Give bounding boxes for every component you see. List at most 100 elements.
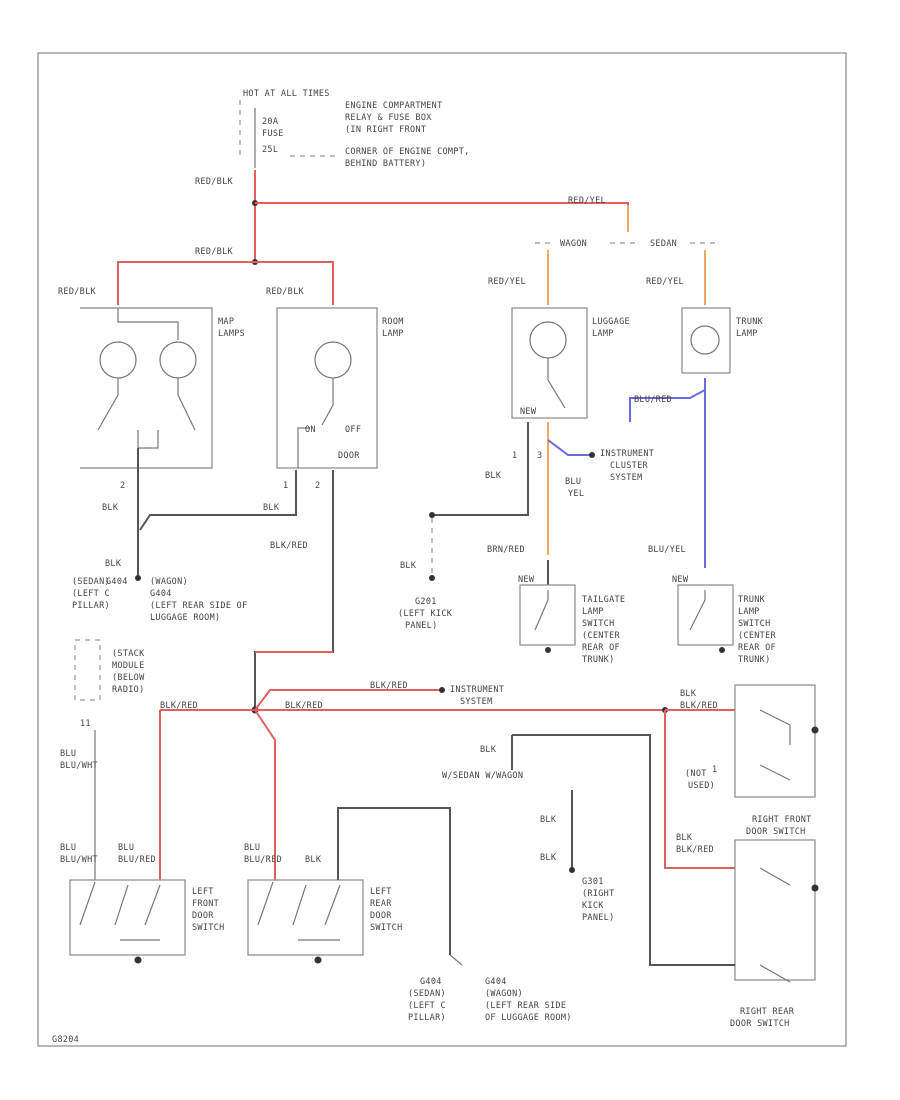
- map-lamp-bulb-right: [159, 341, 197, 379]
- wire-blk-red-right-rear: [664, 710, 735, 869]
- wire-label-blk-luggage: BLK: [485, 471, 502, 481]
- wire-blk-red-cluster: [254, 689, 442, 711]
- ground-sedan-loc-1: (LEFT C: [72, 589, 110, 599]
- wire-label-blk-red-left: BLK/RED: [160, 701, 198, 711]
- ground-sedan-id: G404: [106, 577, 128, 587]
- room-lamp-box: [276, 307, 378, 469]
- ground-wagon-id: G404: [150, 589, 172, 599]
- wire-label-red-rf: BLK/RED: [680, 701, 718, 711]
- rf-not-used-1: (NOT: [685, 769, 707, 779]
- rr-switch-contact-1: [759, 867, 791, 886]
- tailgate-label-1: TAILGATE: [582, 595, 625, 605]
- trunk-switch-contact: [689, 590, 706, 631]
- luggage-lamp-new: NEW: [520, 407, 537, 417]
- trunk-lamp-bulb: [690, 325, 720, 355]
- bottom-g404-wagon-2: (LEFT REAR SIDE: [485, 1001, 566, 1011]
- tailgate-switch-box: [519, 584, 576, 646]
- ground-wagon-loc-2: LUGGAGE ROOM): [150, 613, 220, 623]
- tailgate-label-2: LAMP: [582, 607, 604, 617]
- luggage-lamp-bulb: [529, 321, 567, 359]
- wire-label-blk-room: BLK: [263, 503, 280, 513]
- cluster-label-3: SYSTEM: [610, 473, 643, 483]
- hot-at-all-times-label: HOT AT ALL TIMES: [243, 89, 330, 99]
- rf-switch-contact-2: [759, 764, 791, 781]
- g201-loc-1: (LEFT KICK: [398, 609, 453, 619]
- left-front-door-switch-box: [69, 879, 186, 956]
- luggage-lamp-label-1: LUGGAGE: [592, 317, 630, 327]
- wire-label-yel-cluster: YEL: [568, 489, 584, 499]
- luggage-lamp-label-2: LAMP: [592, 329, 614, 339]
- lf-switch-contact-1: [79, 881, 96, 926]
- right-rear-door-switch-box: [734, 839, 816, 981]
- rf-label-2: DOOR SWITCH: [746, 827, 806, 837]
- diagram-frame: [37, 52, 847, 1047]
- rr-ground: [811, 884, 819, 892]
- wire-label-brn-red: BRN/RED: [487, 545, 525, 555]
- map-lamp-common: [137, 430, 159, 449]
- wire-label-blk-g201: BLK: [400, 561, 417, 571]
- trunk-switch-label-5: REAR OF: [738, 643, 776, 653]
- wire-blk-red-left-rear: [254, 709, 276, 880]
- lf-label-1: LEFT: [192, 887, 214, 897]
- cluster-label-2: CLUSTER: [610, 461, 649, 471]
- wire-label-blk-g301b: BLK: [540, 853, 557, 863]
- trunk-switch-ground: [719, 647, 725, 653]
- fuse-location-line-3: (IN RIGHT FRONT: [345, 125, 426, 135]
- wire-red-blk-lamps: [117, 261, 334, 305]
- rf-not-used-2: USED): [688, 781, 715, 791]
- luggage-pin-1: 1: [512, 451, 517, 461]
- g201-loc-2: PANEL): [405, 621, 438, 631]
- luggage-lamp-box: [511, 307, 588, 419]
- wire-label-red-blk-room: RED/BLK: [266, 287, 305, 297]
- trunk-switch-box: [677, 584, 734, 646]
- bottom-g404-sedan-id: G404: [420, 977, 442, 987]
- bottom-g404-sedan-2: (LEFT C: [408, 1001, 446, 1011]
- wire-blu-red-trunk: [629, 389, 706, 422]
- wire-label-red-yel-luggage: RED/YEL: [488, 277, 526, 287]
- trunk-switch-label-6: TRUNK): [738, 655, 771, 665]
- wire-label-blu-lf2: BLU: [118, 843, 134, 853]
- map-lamps-box: [80, 307, 213, 469]
- cluster-label-1: INSTRUMENT: [600, 449, 654, 459]
- wire-label-red-lf2: BLU/RED: [118, 855, 156, 865]
- fuse-word-label: FUSE: [262, 129, 284, 139]
- wire-label-red-lr: BLU/RED: [244, 855, 282, 865]
- fuse-id-label: 25L: [262, 145, 278, 155]
- fuse-location-line-1: ENGINE COMPARTMENT: [345, 101, 443, 111]
- g201-id: G201: [415, 597, 437, 607]
- ground-wagon-loc-1: (LEFT REAR SIDE OF: [150, 601, 248, 611]
- wire-label-blu-stack: BLU: [60, 749, 76, 759]
- g301-loc-3: PANEL): [582, 913, 615, 923]
- wire-red-yel-top: [255, 202, 629, 232]
- room-lamp-on-label: ON: [305, 425, 316, 435]
- trunk-switch-label-3: SWITCH: [738, 619, 771, 629]
- tailgate-ground: [545, 647, 551, 653]
- luggage-lamp-switch: [547, 358, 566, 409]
- wire-label-blk-ground: BLK: [105, 559, 122, 569]
- wire-blk-lr-ground: [337, 807, 451, 955]
- wire-label-blu-red-trunk: BLU/RED: [634, 395, 672, 405]
- g301-dot: [569, 867, 575, 873]
- fuse-rating-label: 20A: [262, 117, 278, 127]
- lr-label-4: SWITCH: [370, 923, 403, 933]
- bottom-g404-sedan-3: PILLAR): [408, 1013, 446, 1023]
- wire-blu-yel-cluster: [547, 439, 592, 456]
- tailgate-label-5: REAR OF: [582, 643, 620, 653]
- map-lamp-switch-right: [177, 378, 196, 431]
- ground-left-dot: [135, 575, 141, 581]
- wire-label-blu-cluster: BLU: [565, 477, 581, 487]
- rf-ground: [811, 726, 819, 734]
- stack-module-box: [74, 639, 101, 701]
- wire-label-red-blk-top: RED/BLK: [195, 177, 234, 187]
- cluster2-label-1: INSTRUMENT: [450, 685, 504, 695]
- wire-label-blk-rr: BLK: [676, 833, 693, 843]
- ground-wagon-label: (WAGON): [150, 577, 188, 587]
- wire-label-red-rr: BLK/RED: [676, 845, 714, 855]
- wire-label-red-blk-map: RED/BLK: [58, 287, 97, 297]
- bottom-g404-wagon-id: G404: [485, 977, 507, 987]
- rr-label-1: RIGHT REAR: [740, 1007, 795, 1017]
- room-lamp-door-contact: [297, 427, 310, 468]
- wire-label-blk-branch: BLK: [480, 745, 497, 755]
